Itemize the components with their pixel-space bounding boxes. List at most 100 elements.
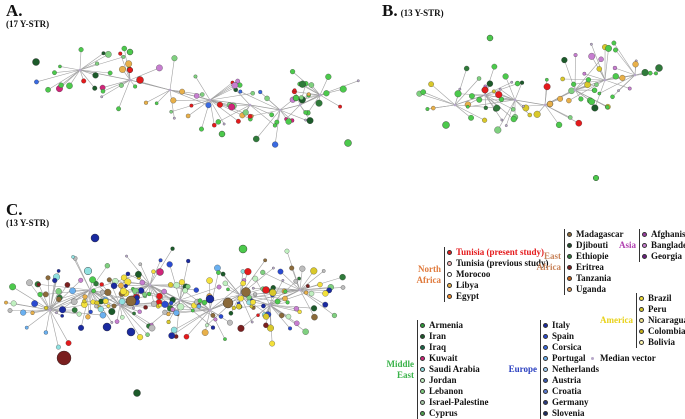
haplotype-node <box>135 271 141 277</box>
legend-item-label: Spain <box>552 331 574 342</box>
haplotype-node <box>83 294 88 299</box>
legend-item: Bolivia <box>639 337 675 348</box>
legend-swatch-icon <box>642 232 647 237</box>
haplotype-node <box>241 281 246 286</box>
haplotype-node <box>303 329 309 335</box>
legend-item: Afghanistan <box>642 229 685 240</box>
haplotype-node <box>282 296 287 301</box>
legend-item: Tanzania <box>567 273 611 284</box>
haplotype-node <box>244 268 251 275</box>
haplotype-node <box>317 282 322 287</box>
haplotype-node <box>72 307 77 312</box>
legend-swatch-icon <box>420 389 425 394</box>
haplotype-node <box>167 261 173 267</box>
legend-item: Slovenia <box>543 408 585 419</box>
haplotype-node <box>289 266 294 271</box>
haplotype-node <box>71 299 77 305</box>
legend-swatch-icon <box>420 334 425 339</box>
haplotype-node <box>147 292 151 296</box>
legend-group-bracket <box>417 320 418 419</box>
legend-swatch-icon <box>567 243 572 248</box>
legend-item: Colombia <box>639 326 685 337</box>
legend-item: Iraq <box>420 342 446 353</box>
haplotype-node <box>142 292 146 296</box>
legend-swatch-icon <box>447 294 452 299</box>
haplotype-node <box>179 279 185 285</box>
haplotype-node <box>11 301 17 307</box>
median-vector-node <box>49 309 52 312</box>
legend-item: Iran <box>420 331 446 342</box>
legend-item-label: Egypt <box>456 291 479 302</box>
network-edge <box>50 310 58 347</box>
haplotype-node <box>198 299 202 303</box>
haplotype-node <box>216 270 220 274</box>
median-vector-node <box>89 289 92 292</box>
median-vector-node <box>149 284 152 287</box>
haplotype-node <box>98 306 104 312</box>
haplotype-node <box>229 311 233 315</box>
haplotype-node <box>31 311 35 315</box>
haplotype-node <box>71 255 74 258</box>
network-edge <box>27 310 50 328</box>
legend-item-label: Kuwait <box>429 353 458 364</box>
haplotype-node <box>100 282 104 286</box>
legend-item: Peru <box>639 304 667 315</box>
haplotype-node <box>221 272 225 276</box>
haplotype-node <box>111 283 117 289</box>
legend-swatch-icon <box>543 367 548 372</box>
haplotype-node <box>294 306 299 311</box>
haplotype-node <box>55 311 57 313</box>
legend-item-label: Peru <box>648 304 667 315</box>
haplotype-node <box>94 304 98 308</box>
legend-item-label: Brazil <box>648 293 672 304</box>
haplotype-node <box>169 301 173 305</box>
legend-item-label: Italy <box>552 320 570 331</box>
haplotype-node <box>162 310 167 315</box>
legend-item-label: Morocoo <box>456 269 490 280</box>
legend-swatch-icon <box>642 254 647 259</box>
haplotype-node <box>151 301 157 307</box>
legend-group-bracket <box>564 229 565 295</box>
legend-item-label: Israel-Palestine <box>429 397 488 408</box>
haplotype-node <box>149 325 155 331</box>
network-edge <box>38 284 90 290</box>
haplotype-node <box>186 259 190 263</box>
legend-item-label: Lebanon <box>429 386 463 397</box>
legend-swatch-icon <box>639 318 644 323</box>
legend-item-label: Djibouti <box>576 240 608 251</box>
haplotype-node <box>134 390 141 397</box>
legend-swatch-icon <box>543 334 548 339</box>
haplotype-node <box>311 314 317 320</box>
haplotype-node <box>239 245 247 253</box>
haplotype-node <box>127 328 135 336</box>
haplotype-node <box>140 280 145 285</box>
legend-swatch-icon <box>420 400 425 405</box>
haplotype-node <box>31 300 37 306</box>
haplotype-node <box>57 351 71 365</box>
legend-swatch-icon <box>639 296 644 301</box>
haplotype-node <box>126 296 136 306</box>
legend-swatch-icon <box>447 272 452 277</box>
haplotype-node <box>223 281 228 286</box>
haplotype-node <box>253 276 258 281</box>
haplotype-node <box>159 259 163 263</box>
legend-item-label: Colombia <box>648 326 685 337</box>
haplotype-node <box>105 263 110 268</box>
legend-item: Brazil <box>639 293 672 304</box>
haplotype-node <box>250 305 253 308</box>
haplotype-node <box>197 304 201 308</box>
haplotype-node <box>56 288 62 294</box>
median-vector-node <box>269 304 272 307</box>
haplotype-node <box>283 290 287 294</box>
haplotype-node <box>304 291 308 295</box>
haplotype-node <box>112 304 116 308</box>
legend-item-label: Afghanistan <box>651 229 685 240</box>
legend-item-label: Georgia <box>651 251 682 262</box>
haplotype-node <box>214 265 220 271</box>
haplotype-node <box>278 269 283 274</box>
legend-item: Morocoo <box>447 269 490 280</box>
haplotype-node <box>91 234 99 242</box>
legend-swatch-icon <box>420 345 425 350</box>
legend-item: Nicaragua <box>639 315 685 326</box>
